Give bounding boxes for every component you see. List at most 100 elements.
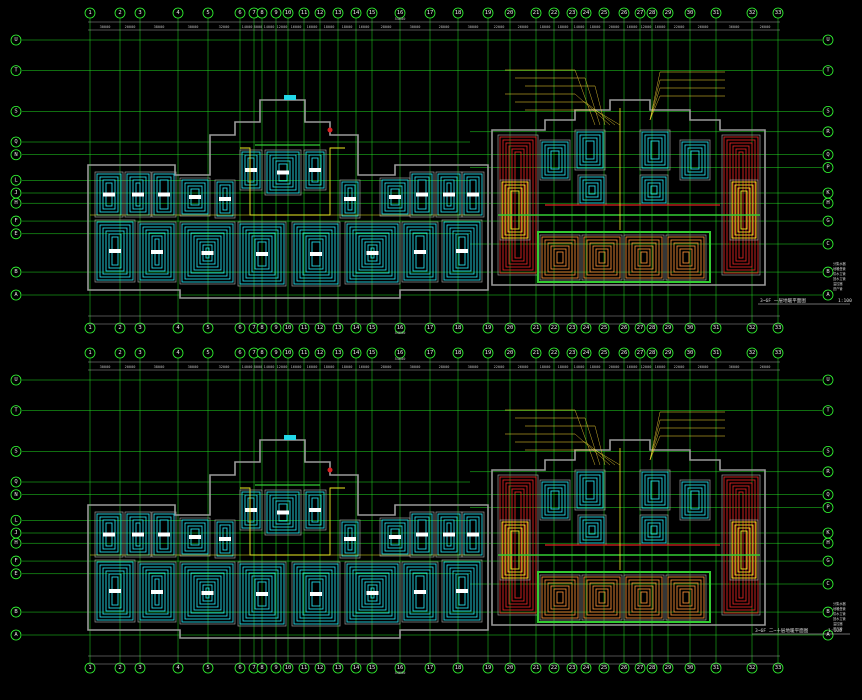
axis-bubble-label: R [826, 469, 830, 475]
heating-coil-loop [412, 232, 428, 272]
legend-item: 供水立管 [833, 611, 846, 616]
axis-bubble-A: A [822, 289, 834, 301]
room-label-tag [344, 537, 356, 541]
room-wall [441, 219, 483, 283]
dimension-value: 20000 [125, 365, 136, 369]
axis-bubble-label: 23 [569, 10, 576, 16]
axis-bubble-label: 29 [665, 350, 672, 356]
axis-bubble-19: 19 [482, 322, 494, 334]
heating-coil-loop [293, 563, 339, 625]
heating-coil-loop [738, 491, 744, 599]
annotation-leader [649, 79, 661, 121]
dimension-value: 18000 [342, 25, 353, 29]
room-wall [137, 561, 177, 623]
axis-bubble-R: R [822, 126, 834, 138]
axis-bubble-circle [10, 34, 22, 46]
annotation-leader [574, 69, 596, 126]
room-wall [581, 574, 623, 621]
total-dimension: 54600 [395, 671, 406, 675]
heating-coil-loop [514, 151, 522, 259]
room-label-tag [389, 195, 401, 199]
axis-bubble-label: H [14, 540, 17, 546]
heating-coil-loop [96, 561, 134, 621]
room-label-tag [245, 168, 257, 172]
axis-bubble-label: 14 [353, 665, 360, 671]
axis-bubble-3: 3 [134, 322, 146, 334]
dimension-value: 8000 [254, 365, 263, 369]
heating-coil-loop [647, 137, 663, 163]
axis-bubble-G: G [822, 215, 834, 227]
heating-coil-loop [181, 519, 209, 555]
axis-bubble-label: 26 [621, 350, 628, 356]
axis-bubble-label: 32 [749, 350, 756, 356]
heating-coil-loop [582, 137, 598, 163]
axis-bubble-label: B [826, 609, 830, 615]
heating-coil-loop [679, 248, 693, 267]
room-heating-zone [665, 234, 707, 281]
axis-bubble-label: 30 [687, 10, 694, 16]
room-wall [499, 519, 531, 581]
axis-bubble-circle [822, 578, 834, 590]
heating-coil-loop [510, 530, 520, 570]
room-wall [94, 511, 124, 558]
heating-coil-loop [199, 241, 216, 265]
axis-bubble-circle [822, 106, 834, 117]
axis-bubble-17: 17 [424, 347, 436, 359]
heating-coil-loop [628, 579, 660, 616]
dimension-value: 14000 [264, 25, 275, 29]
heating-coil-loop [585, 480, 595, 500]
supply-pipes [90, 95, 480, 216]
axis-bubble-label: 17 [427, 10, 434, 16]
axis-bubble-label: 3 [138, 325, 141, 331]
axis-bubble-label: 23 [569, 665, 576, 671]
heating-coil-loop [239, 223, 285, 285]
heating-coil-loop [102, 567, 128, 615]
heating-coil-loop [579, 176, 605, 204]
room-heating-zone [623, 574, 665, 621]
axis-bubble-circle [10, 606, 22, 618]
axis-bubble-U: U [822, 374, 834, 386]
annotation-leader [649, 419, 661, 461]
heating-coil-loop [190, 572, 225, 614]
axis-bubble-label: T [826, 68, 830, 74]
axis-bubble-label: C [826, 581, 829, 587]
axis-bubble-circle [822, 629, 834, 641]
legend-item: 进户管 [833, 626, 843, 631]
heating-coil-loop [266, 491, 300, 534]
heating-coil-loop [381, 519, 409, 555]
axis-bubble-circle [822, 197, 834, 209]
heating-coil-loop [187, 185, 203, 209]
axis-bubble-22: 22 [548, 7, 560, 19]
dimension-value: 16000 [307, 25, 318, 29]
room-label-tag [309, 168, 321, 172]
axis-bubble-N: N [10, 489, 22, 501]
axis-bubble-10: 10 [282, 662, 294, 674]
heating-green-band [537, 231, 711, 283]
axis-bubble-label: F [14, 218, 17, 224]
dimension-value: 16000 [291, 365, 302, 369]
axis-bubble-label: 19 [485, 665, 492, 671]
heating-coil-loop [673, 582, 699, 613]
heating-coil-loop [644, 474, 666, 506]
axis-bubble-13: 13 [332, 7, 344, 19]
axis-bubble-circle [10, 136, 22, 148]
axis-bubble-8: 8 [256, 322, 268, 334]
heating-coil-loop [634, 245, 654, 270]
heating-coil-loop [443, 221, 481, 281]
axis-bubble-label: 9 [274, 325, 277, 331]
room-wall [179, 221, 236, 285]
axis-bubble-1: 1 [84, 322, 96, 334]
annotation-leader [594, 109, 621, 126]
room-wall [574, 469, 606, 511]
axis-bubble-label: A [826, 632, 830, 638]
heating-coil-loop [275, 500, 291, 525]
axis-bubble-label: 1 [88, 10, 91, 16]
heating-coil-loop [634, 585, 654, 610]
dimension-value: 20000 [609, 365, 620, 369]
room-wall [574, 129, 606, 171]
axis-bubble-1: 1 [84, 662, 96, 674]
axis-bubble-B: B [822, 266, 834, 278]
heating-coil-loop [731, 181, 757, 239]
